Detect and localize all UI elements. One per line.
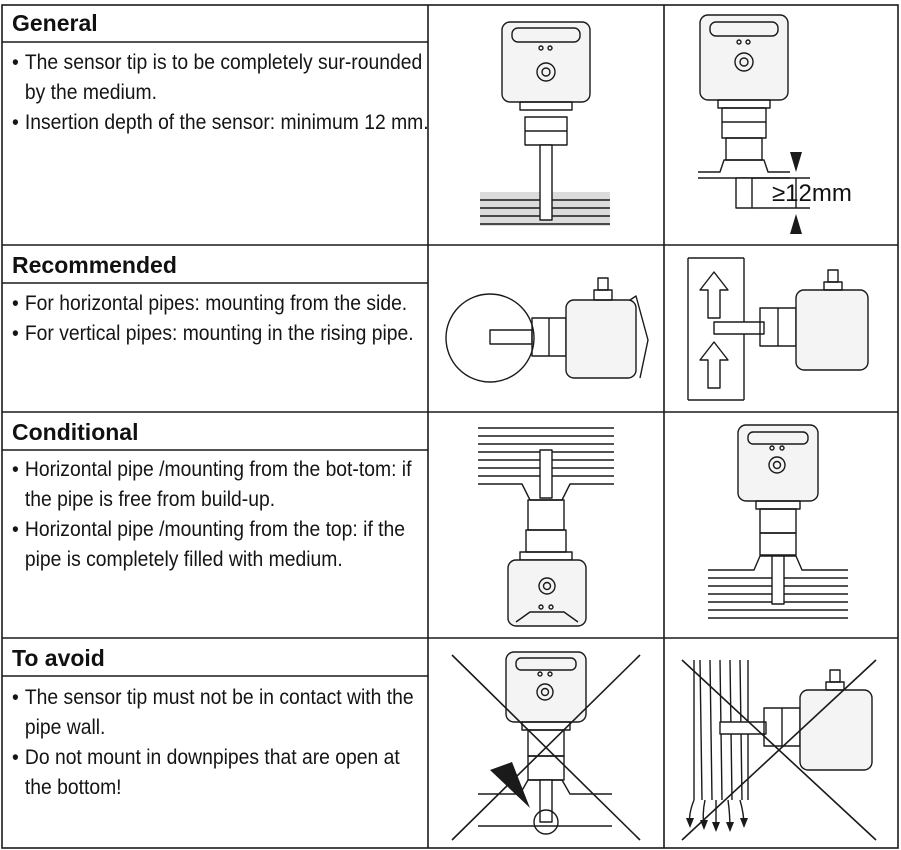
list-item: Do not mount in downpipes that are open … [12, 743, 430, 803]
insertion-depth-illustration [698, 14, 810, 234]
list-item: The sensor tip is to be completely sur-r… [12, 48, 430, 108]
top-mount-illustration [708, 424, 848, 619]
list-item: Insertion depth of the sensor: minimum 1… [12, 108, 430, 138]
section-title-recommended: Recommended [12, 252, 177, 278]
list-item: For vertical pipes: mounting in the risi… [12, 319, 430, 349]
sensor-in-medium-illustration [480, 21, 610, 226]
conditional-bullet-list: Horizontal pipe /mounting from the bot-t… [12, 455, 422, 575]
insertion-depth-label: ≥12mm [772, 180, 852, 207]
section-title-to-avoid: To avoid [12, 645, 105, 671]
tip-contact-wall-illustration [451, 651, 641, 841]
section-title-conditional: Conditional [12, 419, 139, 445]
recommended-bullet-list: For horizontal pipes: mounting from the … [12, 289, 422, 349]
vertical-pipe-rising-mount-illustration [687, 257, 869, 401]
list-item: The sensor tip must not be in contact wi… [12, 683, 430, 743]
horizontal-pipe-side-mount-illustration [445, 277, 649, 383]
general-bullet-list: The sensor tip is to be completely sur-r… [12, 48, 429, 138]
list-item: Horizontal pipe /mounting from the top: … [12, 515, 430, 575]
list-item: For horizontal pipes: mounting from the … [12, 289, 430, 319]
open-downpipe-illustration [681, 659, 877, 841]
section-title-general: General [12, 10, 98, 36]
to-avoid-bullet-list: The sensor tip must not be in contact wi… [12, 683, 422, 803]
bottom-mount-illustration [478, 427, 614, 627]
list-item: Horizontal pipe /mounting from the bot-t… [12, 455, 430, 515]
